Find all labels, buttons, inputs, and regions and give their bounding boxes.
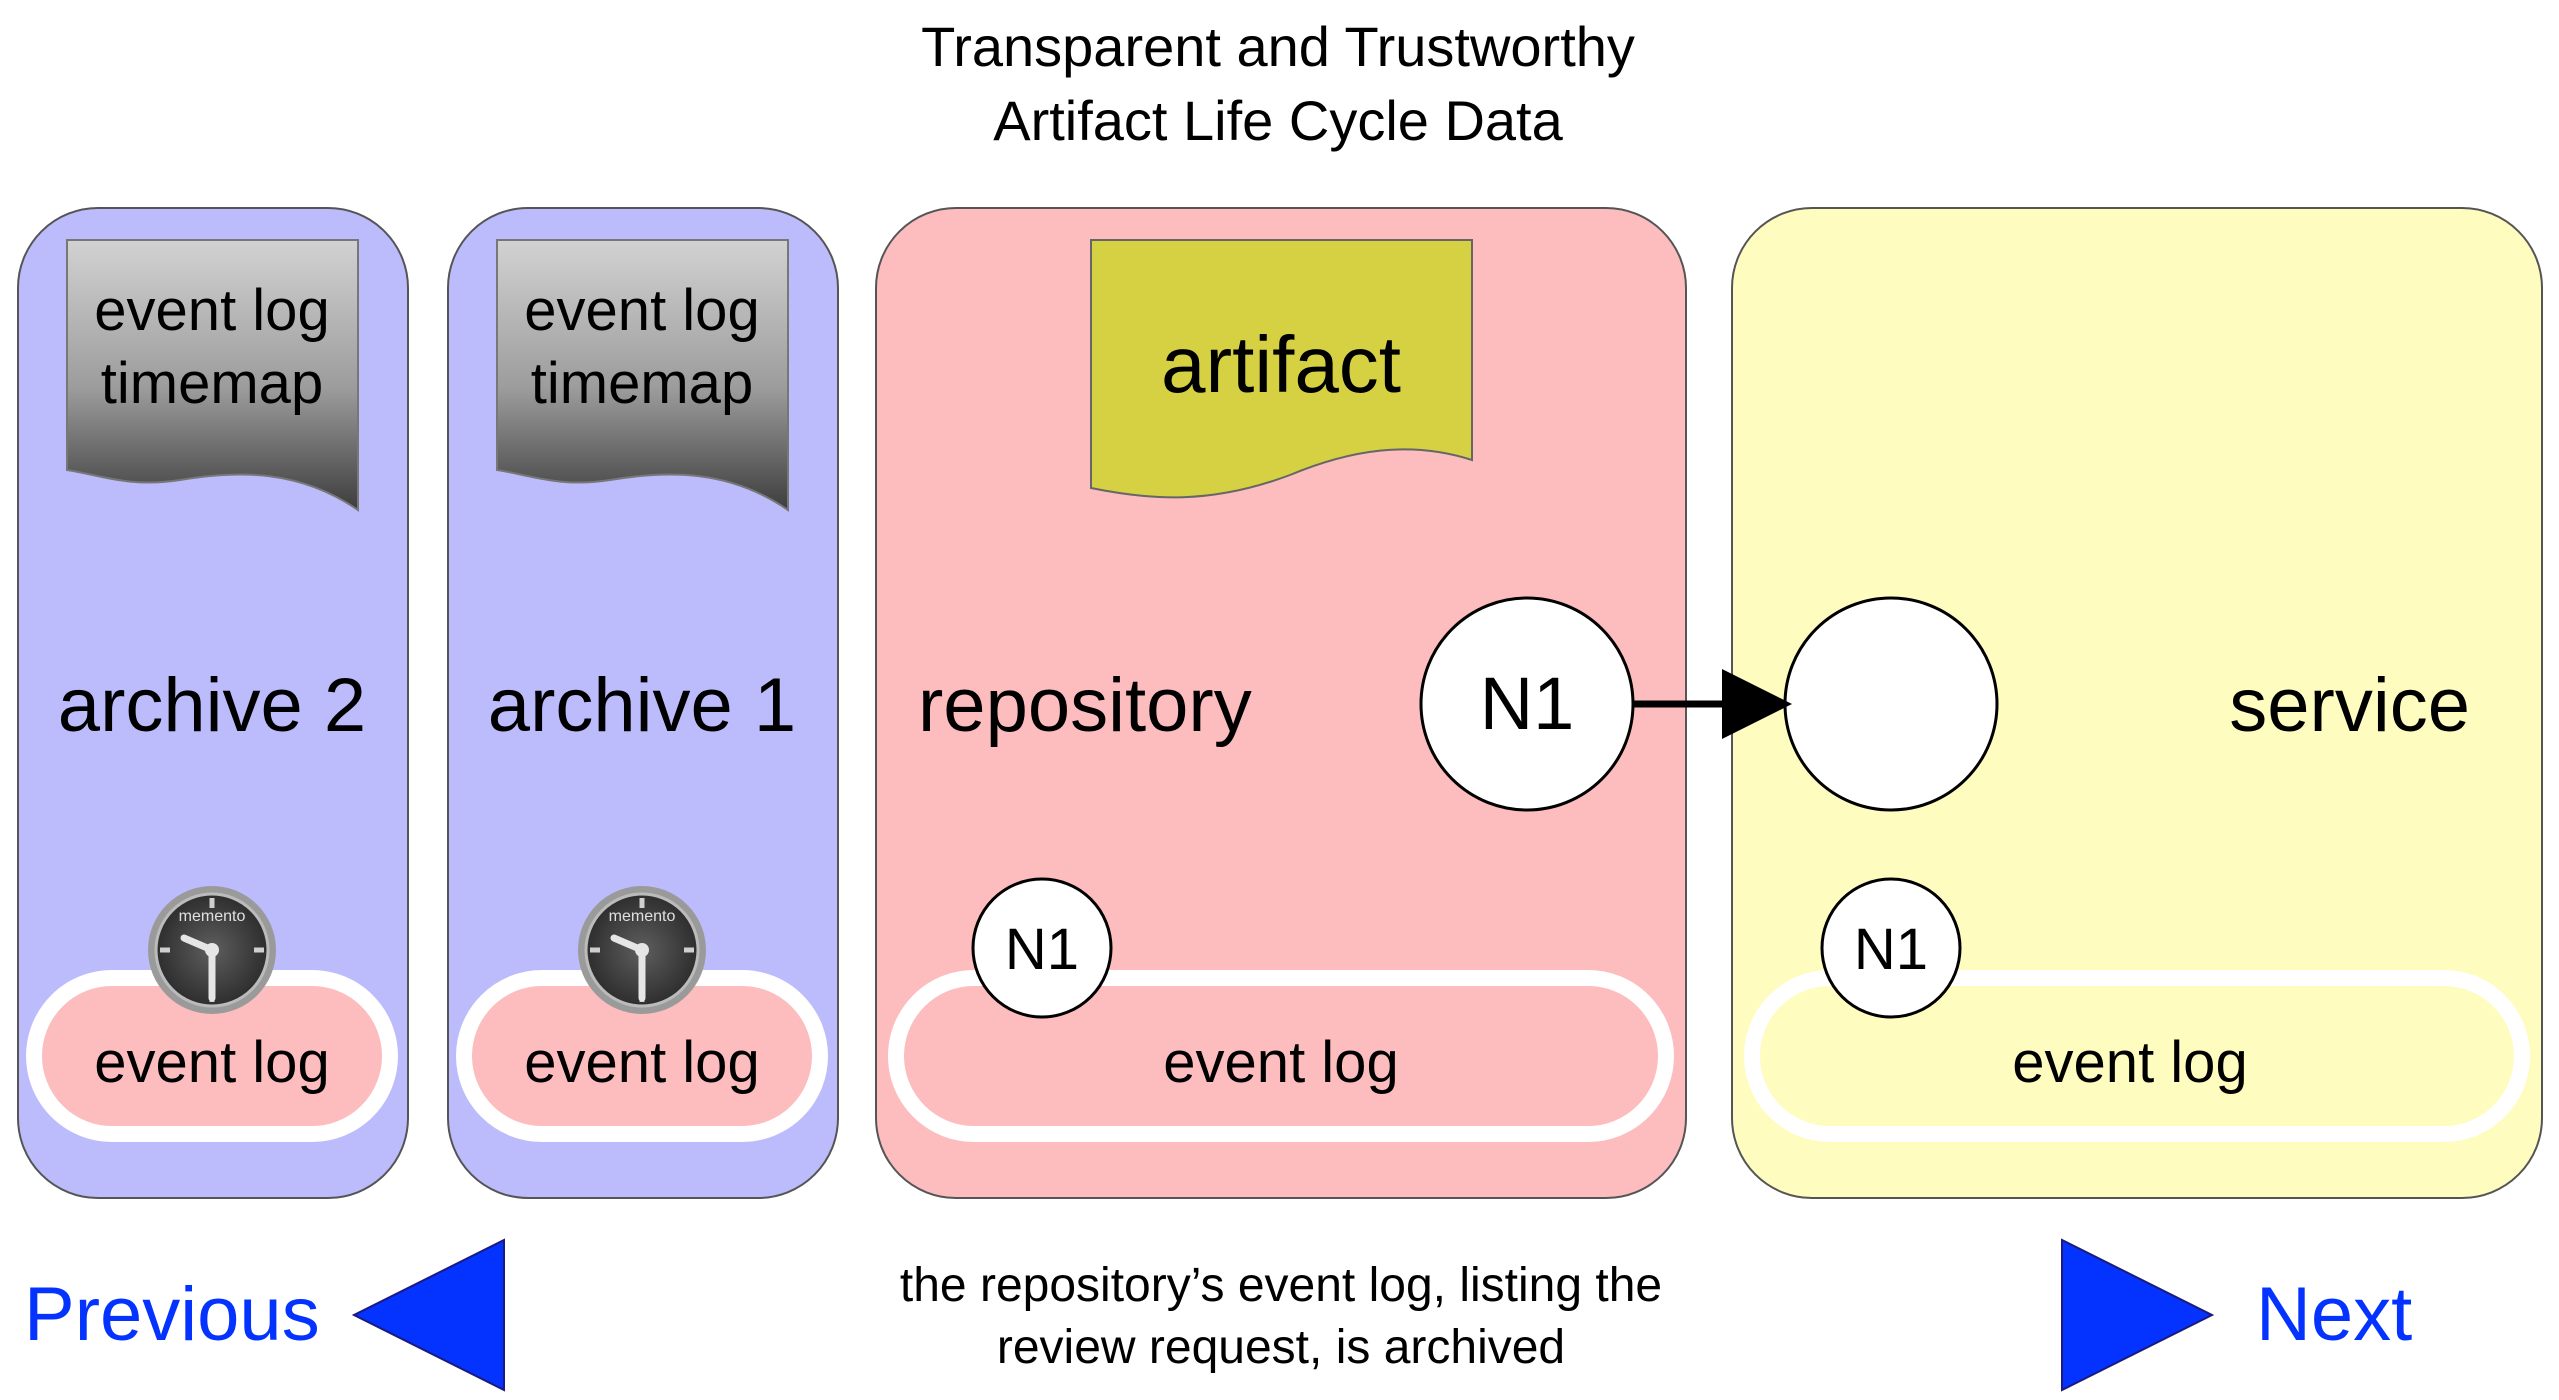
caption-line-1: the repository’s event log, listing the bbox=[900, 1259, 1662, 1312]
repository-panel: artifact repository N1 event log N1 bbox=[875, 207, 1687, 1199]
artifact-document: artifact bbox=[1090, 239, 1473, 499]
archive-1-label: archive 1 bbox=[488, 663, 796, 748]
event-log: event log bbox=[1744, 970, 2530, 1142]
event-log-label: event log bbox=[94, 1030, 329, 1095]
service-node bbox=[1783, 596, 1999, 812]
event-node-n1: N1 bbox=[971, 877, 1113, 1019]
timemap-document-shape bbox=[496, 239, 789, 512]
event-log-label: event log bbox=[1163, 1030, 1398, 1095]
service-label: service bbox=[2229, 663, 2470, 748]
next-label[interactable]: Next bbox=[2256, 1272, 2412, 1357]
node-n1: N1 bbox=[1419, 596, 1635, 812]
step-caption: the repository’s event log, listing the … bbox=[900, 1259, 1662, 1374]
title-line-2: Artifact Life Cycle Data bbox=[993, 89, 1563, 152]
event-log-label: event log bbox=[2012, 1030, 2247, 1095]
event-log-pill bbox=[888, 970, 1674, 1142]
archive-2-panel: event log timemap archive 2 event log me… bbox=[17, 207, 409, 1199]
service-panel: service event log N1 bbox=[1731, 207, 2543, 1199]
next-button[interactable]: Next bbox=[2061, 1238, 2412, 1392]
previous-label[interactable]: Previous bbox=[24, 1272, 320, 1357]
memento-label: memento bbox=[609, 908, 676, 925]
caption-line-2: review request, is archived bbox=[997, 1321, 1565, 1374]
event-log: event log bbox=[26, 970, 398, 1142]
timemap-document-shape bbox=[66, 239, 359, 512]
title-line-1: Transparent and Trustworthy bbox=[921, 15, 1635, 78]
previous-button[interactable]: Previous bbox=[24, 1238, 505, 1392]
node-n1-label: N1 bbox=[1480, 662, 1575, 745]
event-node-n1-label: N1 bbox=[1854, 917, 1928, 982]
document-label-line-1: event log bbox=[524, 278, 759, 343]
memento-clock-icon: memento bbox=[148, 886, 276, 1014]
timemap-document: event log timemap bbox=[496, 239, 789, 512]
document-label-line-1: event log bbox=[94, 278, 329, 343]
artifact-label: artifact bbox=[1161, 320, 1401, 409]
event-node-n1: N1 bbox=[1820, 877, 1962, 1019]
archive-1-panel: event log timemap archive 1 event log me… bbox=[447, 207, 839, 1199]
repository-label: repository bbox=[918, 663, 1252, 748]
document-label-line-2: timemap bbox=[531, 351, 753, 416]
archive-2-label: archive 2 bbox=[58, 663, 366, 748]
diagram-title: Transparent and Trustworthy Artifact Lif… bbox=[921, 15, 1635, 152]
event-node-n1-label: N1 bbox=[1005, 917, 1079, 982]
previous-arrow-icon[interactable] bbox=[351, 1238, 505, 1392]
document-label-line-2: timemap bbox=[101, 351, 323, 416]
memento-clock-icon: memento bbox=[578, 886, 706, 1014]
event-log: event log bbox=[888, 970, 1674, 1142]
event-log-pill bbox=[1744, 970, 2530, 1142]
next-arrow-icon[interactable] bbox=[2061, 1238, 2215, 1392]
memento-label: memento bbox=[179, 908, 246, 925]
timemap-document: event log timemap bbox=[66, 239, 359, 512]
event-log-label: event log bbox=[524, 1030, 759, 1095]
artifact-document-shape bbox=[1090, 239, 1473, 499]
